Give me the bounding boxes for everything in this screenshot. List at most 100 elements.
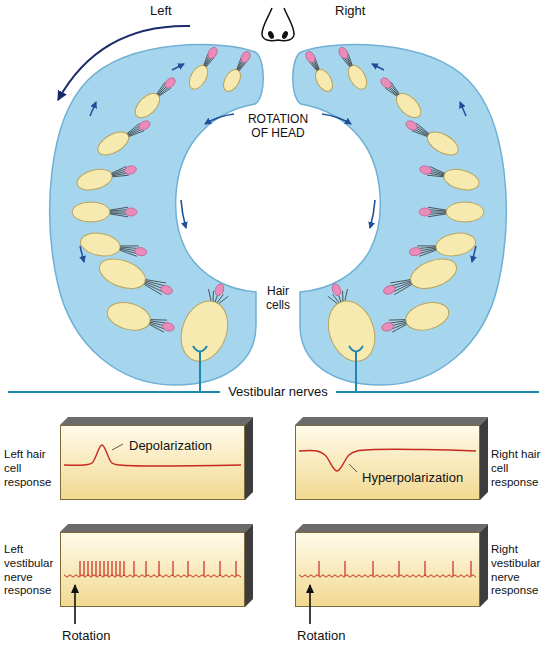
panel-top-face <box>295 417 488 425</box>
action-potential <box>187 561 188 576</box>
action-potential <box>119 561 120 576</box>
nostril <box>267 30 275 39</box>
rotation-onset-arrow <box>74 585 76 624</box>
hair-bundle <box>145 283 163 292</box>
action-potential <box>115 561 116 576</box>
action-potential <box>203 561 204 576</box>
action-potential <box>219 561 220 576</box>
canal-outline <box>50 45 263 385</box>
action-potential <box>145 561 146 576</box>
nerve-line <box>355 352 357 392</box>
cell-body <box>312 67 336 95</box>
action-potential <box>452 561 453 576</box>
action-potential <box>103 561 104 576</box>
cell-body <box>442 166 482 194</box>
cupula <box>404 119 418 132</box>
hair-bundle <box>129 131 144 137</box>
rotation-arrow <box>370 200 375 228</box>
action-potential <box>372 561 373 576</box>
hair-cell <box>337 46 370 92</box>
motion-label: ROTATION OF HEAD <box>240 112 316 141</box>
panel-heading: Right hair cell response <box>491 448 543 489</box>
hair-bundle <box>110 214 128 217</box>
hair-cell <box>72 202 137 222</box>
hair-cell <box>220 50 252 94</box>
nerve-line <box>8 391 220 393</box>
hair-bundle <box>120 250 137 256</box>
response-panel: Left hair cell responseDepolarization <box>60 425 245 500</box>
cell-body <box>434 230 477 259</box>
hair-bundle <box>213 291 214 301</box>
cupula <box>137 119 151 132</box>
hair-bundle <box>427 175 443 176</box>
hair-cell <box>95 253 173 295</box>
nerve-baseline <box>64 575 241 577</box>
cupula <box>162 322 176 333</box>
panel-side-face <box>245 524 253 607</box>
leader-line <box>112 444 123 450</box>
hair-cell <box>304 50 336 94</box>
side-label: Right <box>335 3 379 19</box>
flow-arrow <box>460 102 466 116</box>
nerve-ending <box>193 346 207 352</box>
hair-cell <box>75 165 137 194</box>
panel-graphics <box>295 524 490 609</box>
action-potential <box>235 561 236 576</box>
hair-bundle <box>151 319 167 321</box>
panel-top-face <box>60 524 253 532</box>
response-panel: Right vestibular nerve response <box>295 532 480 607</box>
action-potential <box>79 561 80 576</box>
cupula <box>134 247 147 257</box>
nerve-baseline <box>299 575 476 577</box>
nerve-ending <box>349 346 363 352</box>
hair-bundle <box>159 88 171 96</box>
hair-cell <box>320 283 383 368</box>
hair-bundle <box>208 289 211 301</box>
cell-body <box>104 298 153 335</box>
hair-cell <box>381 298 452 335</box>
cupula <box>239 50 252 64</box>
panel-heading: Left vestibular nerve response <box>4 543 58 598</box>
action-potential <box>318 561 319 576</box>
hair-bundle <box>389 319 405 321</box>
hair-cell <box>419 165 481 194</box>
cell-body <box>94 127 132 160</box>
panel-side-face <box>480 524 488 607</box>
hair-bundle <box>393 283 411 292</box>
hair-cell <box>131 76 177 122</box>
nerve-line <box>336 391 539 393</box>
cupula <box>214 283 226 297</box>
leader-line <box>349 464 357 472</box>
hair-bundle <box>412 131 427 137</box>
hair-cell <box>173 283 236 368</box>
action-potential <box>95 561 96 576</box>
response-panel: Left vestibular nerve response <box>60 532 245 607</box>
hair-bundle <box>428 207 446 210</box>
stimulus-label: Rotation <box>297 628 367 644</box>
cell-body <box>345 62 371 92</box>
hair-cell <box>404 119 462 160</box>
flow-arrow <box>472 246 476 262</box>
cupula <box>304 50 317 64</box>
hair-cell <box>419 202 484 222</box>
panel-top-face <box>295 524 488 532</box>
cupula <box>381 322 395 333</box>
flow-arrow <box>172 64 184 70</box>
cupula <box>337 46 350 60</box>
rotation-onset-arrow <box>309 585 311 624</box>
cell-body <box>446 202 484 222</box>
hair-bundle <box>110 207 128 210</box>
cupula <box>125 208 137 216</box>
action-potential <box>344 561 345 576</box>
nerve-line <box>199 352 201 392</box>
cell-body <box>95 253 149 294</box>
hair-bundle <box>430 166 445 173</box>
nostril <box>281 30 289 39</box>
rotation-arrow <box>205 114 234 124</box>
rotation-arrow <box>322 114 351 124</box>
cell-body <box>173 294 236 367</box>
hair-bundle <box>428 214 446 217</box>
flow-arrow <box>80 246 84 262</box>
cell-body <box>220 67 244 95</box>
cupula <box>206 46 219 60</box>
